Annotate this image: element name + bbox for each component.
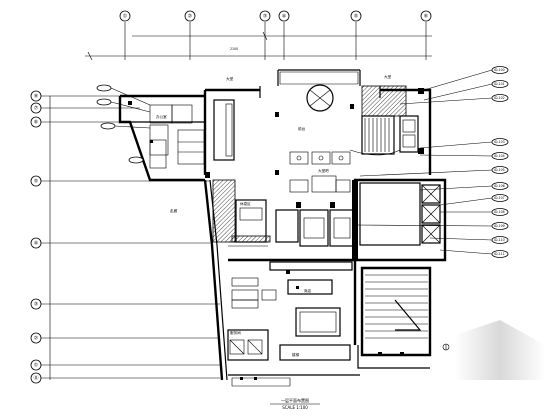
top-grid-axis: ① ② ③ ④ ⑤ ⑥ 2100 <box>85 10 432 61</box>
room-label-service: 服务间 <box>230 330 241 335</box>
room-label-lounge: 休息区 <box>240 201 251 206</box>
grid-label-top-6: ⑥ <box>424 14 429 20</box>
building-outline <box>118 69 447 387</box>
callout-3: ID-102 <box>494 96 505 100</box>
grid-bubble-top-2 <box>184 10 196 22</box>
grid-label-top-2: ② <box>188 14 193 20</box>
room-label-hall-right: 大堂 <box>384 74 392 79</box>
grid-bubble-top-3 <box>259 10 271 22</box>
grid-label-left-4: ⑤ <box>34 179 38 185</box>
callout-7: ID-106 <box>494 184 505 188</box>
callout-8: ID-107 <box>494 196 505 200</box>
revolving-door <box>306 84 334 112</box>
callout-tags: ID-100 ID-101 ID-102 ID-103 ID-104 ID-10… <box>355 66 509 258</box>
grid-label-left-3: ⑥ <box>34 120 39 126</box>
grid-bubble-top-4 <box>278 10 290 22</box>
grid-bubble-top-6 <box>420 10 432 22</box>
left-callouts <box>96 84 151 164</box>
caption-title: 一层平面布置图 <box>281 397 309 403</box>
grid-label-top-1: ① <box>123 14 128 20</box>
dimension-text: 2100 <box>230 47 238 51</box>
grid-label-left-7: ② <box>34 336 39 342</box>
room-label-desk: 前台 <box>298 126 306 131</box>
grid-label-left-8: ① <box>34 363 39 369</box>
room-label-stair: 楼梯 <box>292 352 300 357</box>
callout-2: ID-101 <box>494 82 505 86</box>
callout-12: ID-111 <box>494 252 505 256</box>
callout-1: ID-100 <box>494 68 505 72</box>
grid-label-top-5: ⑤ <box>354 14 358 20</box>
lobby-seating <box>289 151 351 193</box>
grid-bubble-top-5 <box>350 10 362 22</box>
room-label-corridor: 走廊 <box>170 208 178 213</box>
left-grid-axis: ⑧ ⑦ ⑥ ⑤ ④ ③ ② ① ⓪ <box>30 90 220 384</box>
watermark-shape <box>442 320 545 380</box>
callout-10: ID-109 <box>494 224 505 228</box>
callout-9: ID-108 <box>494 210 505 214</box>
callout-6: ID-105 <box>494 168 505 172</box>
grid-label-top-3: ③ <box>263 14 267 20</box>
grid-label-left-9: ⓪ <box>33 375 38 382</box>
room-label-shop: 商店 <box>304 288 312 293</box>
grid-label-top-4: ④ <box>282 14 287 20</box>
callout-11: ID-110 <box>494 238 505 242</box>
drawing-caption: 一层平面布置图 SCALE 1:100 <box>270 397 320 410</box>
room-label-lobby: 大堂吧 <box>318 168 329 173</box>
grid-label-left-2: ⑦ <box>34 106 39 112</box>
callout-4: ID-103 <box>494 140 505 144</box>
stair-treads <box>365 274 428 339</box>
room-labels: 大堂 大堂 办公室 前台 大堂吧 休息区 走廊 商店 服务间 楼梯 <box>156 74 392 357</box>
caption-scale: SCALE 1:100 <box>282 405 308 410</box>
grid-bubble-top-1 <box>119 10 131 22</box>
room-label-office: 办公室 <box>156 114 167 119</box>
grid-label-left-6: ③ <box>34 302 38 308</box>
callout-5: ID-104 <box>494 154 505 158</box>
grid-label-left-1: ⑧ <box>34 94 39 100</box>
room-label-hall-top: 大堂 <box>226 76 234 81</box>
grid-label-left-5: ④ <box>34 241 39 247</box>
